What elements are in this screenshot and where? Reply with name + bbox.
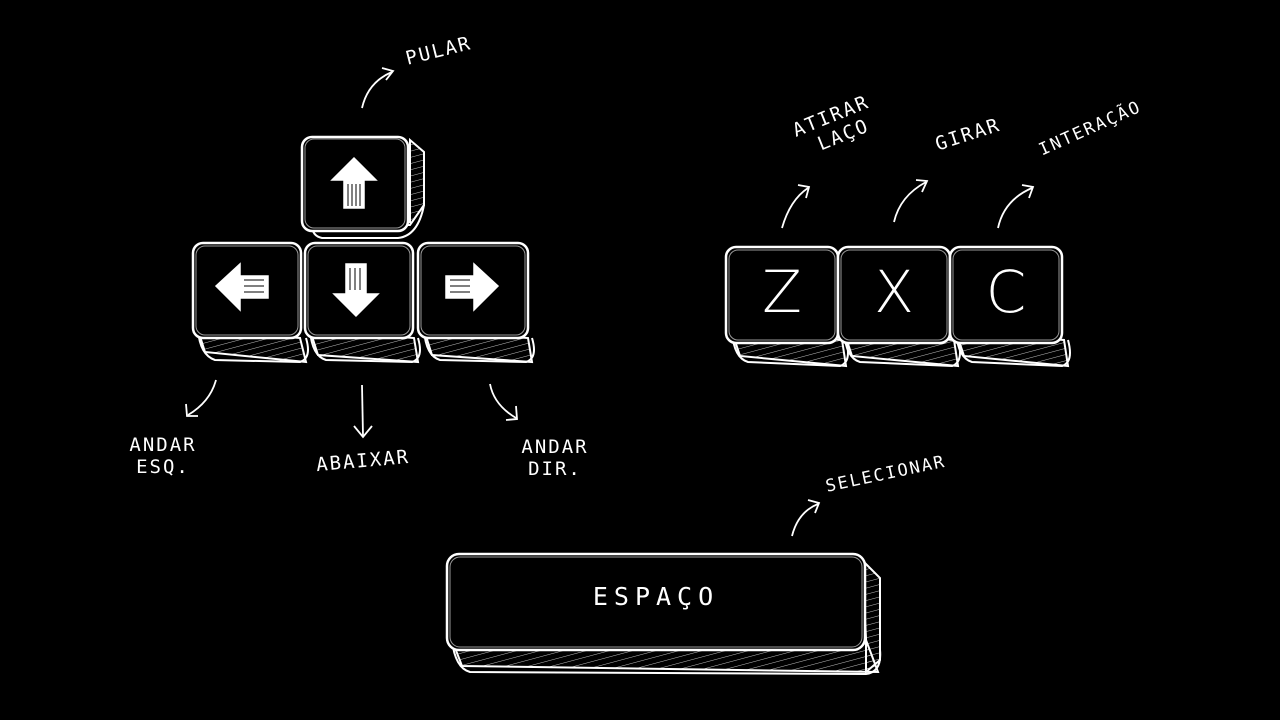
pointer-andar-esq xyxy=(185,379,217,417)
key-x[interactable] xyxy=(836,245,961,368)
pointer-abaixar xyxy=(353,384,373,439)
label-andar-esq-line2: ESQ. xyxy=(136,456,190,478)
pointer-selecionar xyxy=(791,499,821,537)
pointer-interacao xyxy=(997,184,1035,229)
arrow-right-icon xyxy=(445,262,500,312)
pointer-pular xyxy=(361,67,395,109)
label-andar-esq: ANDAR ESQ. xyxy=(118,434,208,478)
key-z[interactable] xyxy=(724,245,849,368)
label-andar-dir: ANDAR DIR. xyxy=(510,436,600,480)
key-space-glyph: ESPAÇO xyxy=(592,582,720,611)
label-andar-dir-line1: ANDAR xyxy=(521,436,589,458)
label-andar-dir-line2: DIR. xyxy=(528,458,582,480)
key-z-glyph: Z xyxy=(762,258,802,326)
key-x-glyph: X xyxy=(874,258,914,326)
key-c[interactable] xyxy=(948,245,1071,368)
pointer-girar xyxy=(893,179,929,223)
key-space[interactable] xyxy=(445,552,882,676)
pointer-andar-dir xyxy=(489,383,518,421)
key-down[interactable] xyxy=(303,241,421,364)
key-up[interactable] xyxy=(300,135,425,239)
key-c-glyph: C xyxy=(985,258,1027,326)
pointer-atirar-laco xyxy=(781,184,811,229)
key-right[interactable] xyxy=(416,241,535,364)
arrow-left-icon xyxy=(214,262,269,312)
arrow-up-icon xyxy=(330,156,378,209)
arrow-down-icon xyxy=(332,263,380,318)
label-andar-esq-line1: ANDAR xyxy=(129,434,197,456)
key-left[interactable] xyxy=(191,241,309,364)
